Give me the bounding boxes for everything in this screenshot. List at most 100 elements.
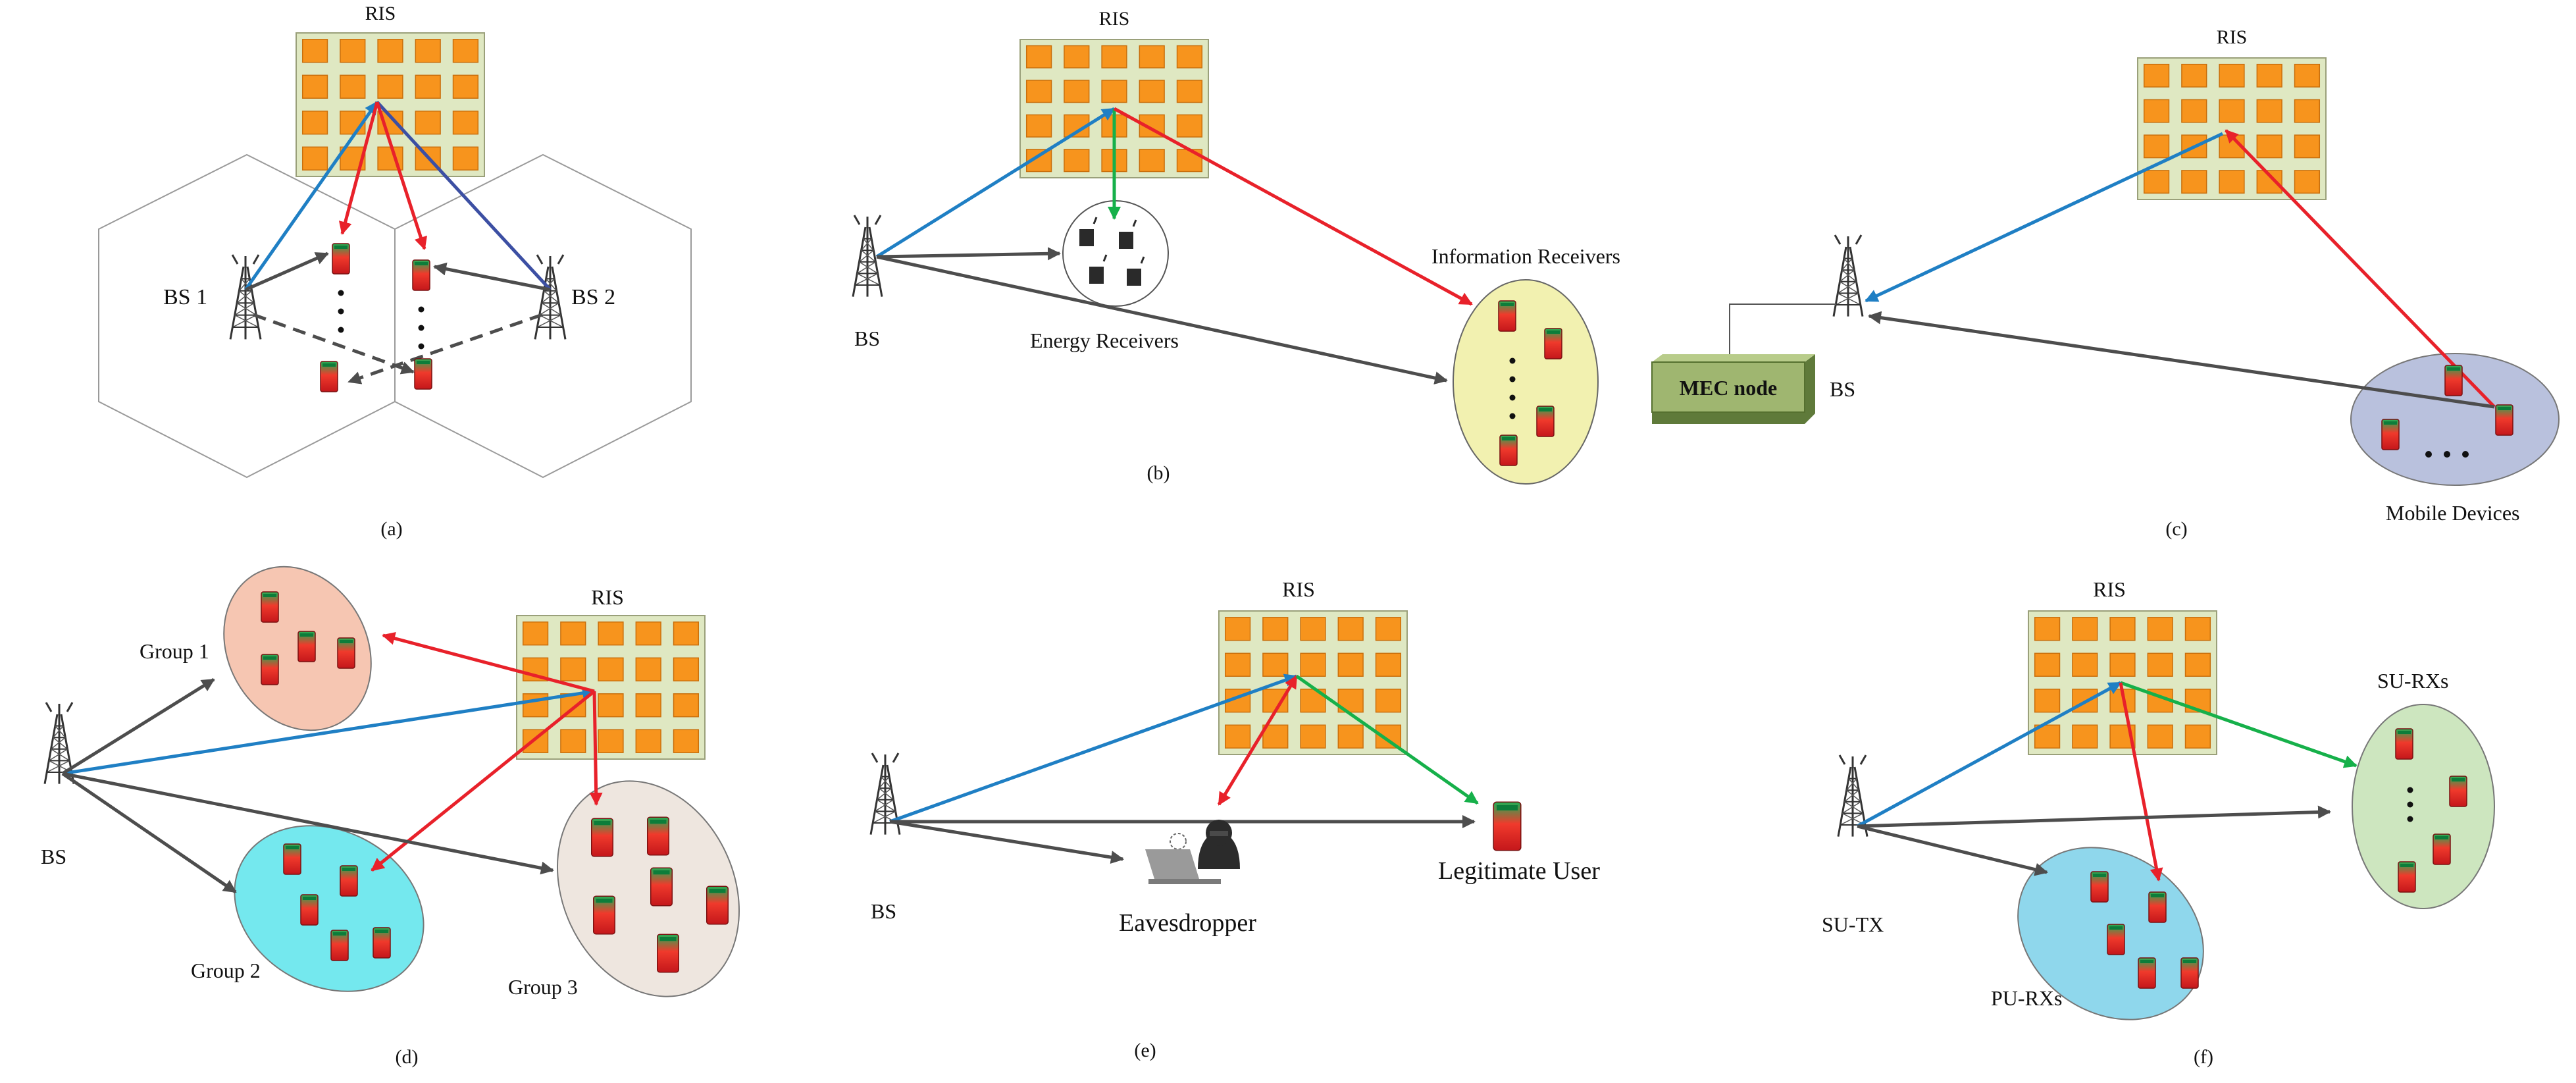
ris-element [1337,724,1364,749]
phone-icon [261,654,279,685]
ris-element [522,621,549,646]
ris-element [2034,652,2061,677]
ris-pu-link [2119,682,2163,882]
ris-element [1224,724,1251,749]
ris-element [673,621,700,646]
ris-element [673,693,700,718]
ellipsis-dots [1509,357,1516,419]
ris-label: RIS [2093,577,2126,601]
ris-element [2294,134,2321,159]
cell-hexagon-right [394,153,692,479]
mec-connection-line [1729,304,1836,369]
ris-group1-link [382,631,595,693]
mec-node-box [1651,354,1815,424]
phone-icon [647,816,669,856]
phone-icon [261,591,279,623]
legitimate-user-phone-icon [1493,801,1522,851]
su-rx-label: SU-RXs [2377,669,2448,693]
phone-icon [332,243,350,275]
panel-f: RIS SU-TX SU-RXs PU-RXs (f) [1822,577,2495,1068]
phone-icon [2148,891,2167,923]
bs1-user1-link [244,251,329,292]
ris-element [2143,170,2170,194]
group1-cluster [223,566,372,731]
ris-element [1224,617,1251,641]
bs-tower-icon [852,215,883,297]
ris-element [2256,63,2282,88]
phone-icon [1498,300,1516,332]
phone-icon [657,934,679,973]
ris-element [1300,724,1326,749]
ris-element [1337,652,1364,677]
phone-icon [706,885,729,925]
bs1-tower-icon [229,254,262,340]
phone-icon [593,895,615,935]
phone-icon [1499,435,1518,466]
ris-element [2219,170,2245,194]
bs-energy-link [876,247,1061,261]
ris-element [2294,63,2321,88]
ris-element [560,621,586,646]
ris-bs-link [1865,132,2224,303]
ris-element [635,693,661,718]
ris-element [2147,724,2173,749]
panel-e: RIS BS Eavesdropper Legitimate User (e) [869,577,1600,1061]
info-receivers-cluster [1453,279,1599,485]
panel-b: RIS BS Energy Receivers Information Rece… [852,8,1620,485]
caption-b: (b) [1147,462,1170,484]
ris-element [452,111,479,135]
ris-info-link [1113,107,1473,306]
bs-label: BS [871,899,896,923]
phone-icon [591,818,613,857]
ris-panel [2137,57,2327,200]
group3-label: Group 3 [508,975,578,999]
ris-element [598,693,624,718]
phone-icon [297,631,316,662]
ris-element [1300,652,1326,677]
ris-element [301,74,328,99]
panel-d: RIS BS Group 1 Group 2 Group 3 (d) [41,566,740,1068]
ris-element [560,729,586,753]
ris-element [2181,63,2207,88]
ris-panel [296,32,485,177]
bs-group1-link [61,677,215,776]
ris-element [1139,45,1165,68]
ris-element [1139,80,1165,103]
ris-element [598,657,624,681]
ris-eavesdropper-link [1217,675,1299,806]
caption-a: (a) [380,518,402,540]
ris-element [452,74,479,99]
ris-label: RIS [365,3,396,24]
eavesdropper-icon [1145,820,1240,884]
phone-icon [340,865,358,897]
ris-element [2109,652,2136,677]
ris-panel [516,615,706,760]
bs2-user2-link [433,262,551,292]
bs2-ris-link [376,101,552,291]
ris-element [2184,617,2211,641]
ellipsis-dots [418,306,425,350]
group2-label: Group 2 [191,959,261,982]
phone-icon [373,927,391,959]
mobile-devices-label: Mobile Devices [2386,501,2520,525]
ris-element [1300,617,1326,641]
ris-element [1025,80,1052,103]
su-tx-tower-icon [1837,754,1868,837]
ris-element [377,39,403,63]
ris-element [2181,99,2207,123]
phone-icon [2449,776,2467,807]
tx-ris-link [1856,681,2122,828]
ris-group3-link [589,691,603,806]
phone-icon [2138,957,2156,989]
ris-element [1176,114,1203,138]
caption-e: (e) [1134,1040,1156,1061]
bs-group2-link [61,772,237,894]
bs1-ris-link [244,101,379,291]
ellipsis-dots [2407,787,2413,822]
energy-receivers-label: Energy Receivers [1030,329,1179,352]
ris-element [340,74,366,99]
bs2-user-cross-dashed [348,313,543,384]
info-receivers-label: Information Receivers [1431,244,1620,268]
panel-c: RIS BS MEC node Mobile Devices (c) [1651,26,2560,540]
bs2-tower-icon [534,254,567,340]
